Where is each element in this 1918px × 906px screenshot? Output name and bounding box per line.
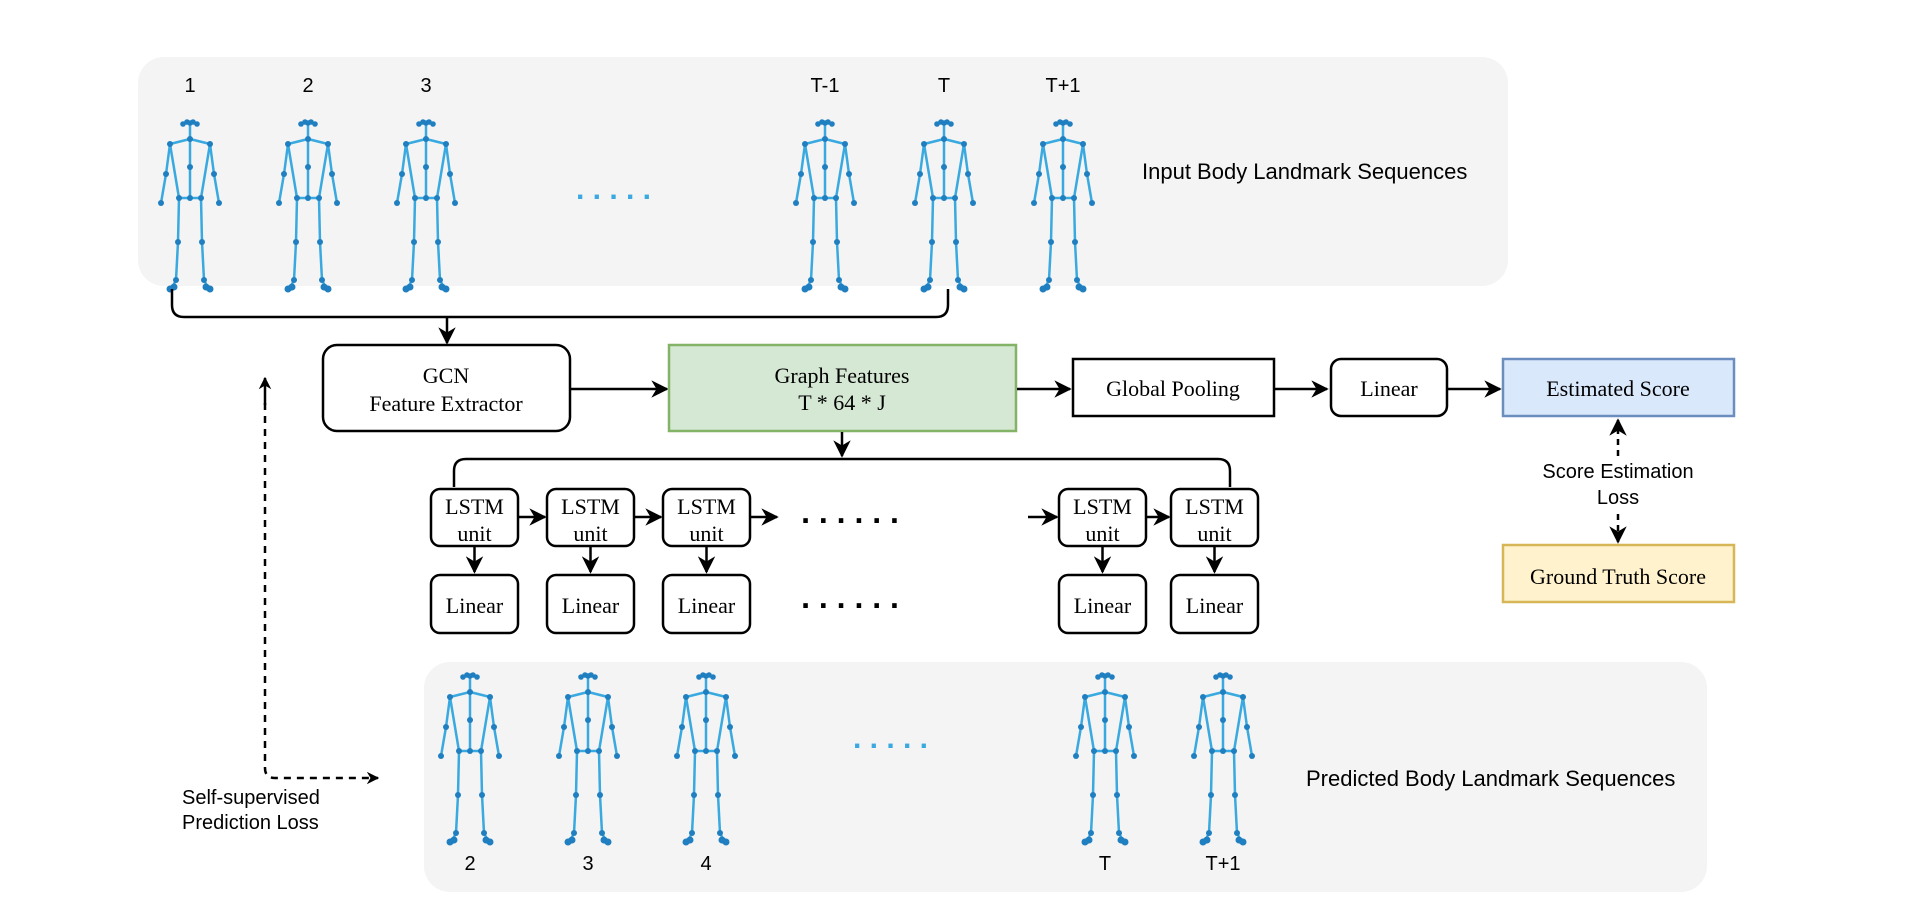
lstm-unit-label: LSTM — [561, 494, 620, 519]
predicted-skeleton-ellipsis: . . . . . — [853, 722, 928, 755]
input-panel-label: Input Body Landmark Sequences — [1142, 159, 1467, 184]
ground-truth-score-label: Ground Truth Score — [1530, 564, 1706, 589]
gcn-label: GCN — [423, 363, 470, 388]
prediction-linear-label: Linear — [446, 593, 504, 618]
global-pooling-box — [1071, 357, 1276, 418]
prediction-linear-label: Linear — [1074, 593, 1132, 618]
lstm-unit-sublabel: unit — [689, 521, 723, 546]
lstm-unit-sublabel: unit — [457, 521, 491, 546]
lstm-unit-sublabel: unit — [1197, 521, 1231, 546]
input-skeleton-ellipsis: . . . . . — [576, 173, 651, 206]
input-bracket — [170, 289, 950, 319]
lstm-unit-label: LSTM — [677, 494, 736, 519]
predicted-frame-label-4: 4 — [700, 853, 711, 875]
score-loss-sublabel: Loss — [1597, 487, 1639, 509]
prediction-linear-box — [1057, 573, 1148, 635]
input-skeleton-1 — [158, 119, 222, 293]
lstm-bracket — [452, 457, 1232, 487]
prediction-linear-box — [1169, 573, 1260, 635]
graph-features-shape: T * 64 * J — [798, 390, 886, 415]
estimated-score-label: Estimated Score — [1546, 376, 1690, 401]
predicted-skeleton-2 — [556, 672, 620, 846]
score-linear-box — [1329, 357, 1449, 418]
prediction-loss-sublabel: Prediction Loss — [182, 812, 319, 834]
prediction-linear-box — [429, 573, 520, 635]
frame-label-t-minus-1: T-1 — [811, 75, 840, 97]
estimated-score-box — [1501, 357, 1736, 418]
predicted-panel: 2 3 4 T T+1 Predicted Body Landmark Sequ… — [424, 662, 1707, 892]
lstm-unit-label: LSTM — [1073, 494, 1132, 519]
predicted-skeleton-4 — [1073, 672, 1137, 846]
gcn-feature-extractor-box — [321, 343, 572, 433]
prediction-linear-box — [545, 573, 636, 635]
graph-features-box — [667, 343, 1018, 433]
lstm-ellipsis: . . . . . . — [801, 494, 899, 530]
graph-features-label: Graph Features — [774, 363, 909, 388]
input-panel-background — [138, 57, 1508, 286]
lstm-chain: LSTMunitLinearLSTMunitLinearLSTMunitLine… — [429, 487, 1260, 635]
prediction-linear-box — [661, 573, 752, 635]
predicted-frame-label-2: 2 — [464, 853, 475, 875]
predicted-skeleton-3 — [674, 672, 738, 846]
input-skeleton-3 — [394, 119, 458, 293]
lstm-unit-sublabel: unit — [573, 521, 607, 546]
linear-ellipsis: . . . . . . — [801, 579, 899, 615]
input-skeleton-2 — [276, 119, 340, 293]
lstm-unit-box — [1169, 487, 1260, 548]
predicted-frame-label-3: 3 — [582, 853, 593, 875]
predicted-skeleton-1 — [438, 672, 502, 846]
predicted-panel-background — [424, 662, 1707, 892]
frame-label-3: 3 — [420, 75, 431, 97]
input-skeletons — [158, 119, 1095, 293]
lstm-unit-label: LSTM — [1185, 494, 1244, 519]
frame-label-t: T — [938, 75, 950, 97]
prediction-linear-label: Linear — [678, 593, 736, 618]
score-linear-label: Linear — [1360, 376, 1418, 401]
prediction-linear-label: Linear — [1186, 593, 1244, 618]
predicted-skeletons — [438, 672, 1255, 846]
frame-label-t-plus-1: T+1 — [1045, 75, 1080, 97]
gcn-sublabel: Feature Extractor — [369, 391, 523, 416]
input-skeleton-6 — [1031, 119, 1095, 293]
prediction-linear-label: Linear — [562, 593, 620, 618]
input-skeleton-4 — [793, 119, 857, 293]
input-skeleton-5 — [912, 119, 976, 293]
prediction-loss-label: Self-supervised — [182, 787, 320, 809]
frame-label-2: 2 — [302, 75, 313, 97]
prediction-loss-connector — [263, 403, 380, 785]
predicted-panel-label: Predicted Body Landmark Sequences — [1306, 766, 1675, 791]
global-pooling-label: Global Pooling — [1106, 376, 1240, 401]
frame-label-1: 1 — [184, 75, 195, 97]
predicted-frame-label-t-plus-1: T+1 — [1205, 853, 1240, 875]
lstm-unit-sublabel: unit — [1085, 521, 1119, 546]
predicted-skeleton-5 — [1191, 672, 1255, 846]
ground-truth-score-box — [1501, 543, 1736, 604]
lstm-unit-label: LSTM — [445, 494, 504, 519]
input-panel: 1 2 3 T-1 T T+1 Input Body Landmark Sequ… — [138, 57, 1508, 293]
predicted-frame-label-t: T — [1099, 853, 1111, 875]
score-loss-label: Score Estimation — [1542, 461, 1693, 483]
